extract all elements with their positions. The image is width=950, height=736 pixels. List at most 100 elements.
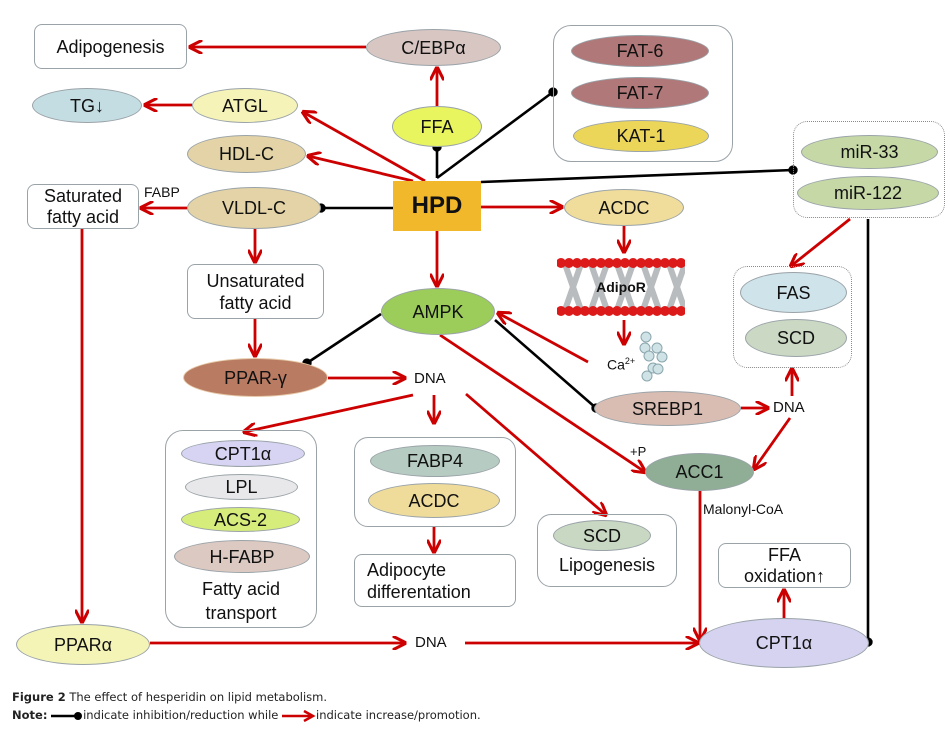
lipid-head [620, 306, 630, 316]
edge-ampk-to-pparg [302, 312, 382, 368]
ffa-node: FFA [392, 106, 482, 147]
fat7-node: FAT-7 [571, 77, 709, 109]
lipid-head [557, 306, 566, 316]
edge-mir_group-to-fas_group [791, 217, 851, 266]
lipid-head [676, 306, 685, 316]
lipid-head [596, 306, 606, 316]
lipid-head [572, 258, 582, 268]
membrane-protein [562, 263, 584, 311]
malonyl-coa-label: Malonyl-CoA [703, 501, 784, 517]
lpl-node: LPL [185, 474, 298, 500]
ffa-oxidation-box: FFA oxidation↑ [718, 543, 851, 588]
kat1-node: KAT-1 [573, 120, 709, 152]
dna-label-1: DNA [414, 370, 446, 387]
lipid-head [596, 258, 606, 268]
lipid-head [644, 306, 654, 316]
edge-dna1-to-transport_group [244, 393, 414, 432]
cebp-node: C/EBPα [366, 29, 501, 66]
acs2-node: ACS-2 [181, 507, 300, 532]
lipid-head [564, 306, 574, 316]
edge-hpd-to-hdlc [308, 156, 414, 183]
lipid-head [660, 258, 670, 268]
lipid-head [636, 306, 646, 316]
edge-hpd-to-fat_group [436, 87, 558, 180]
lipid-head [557, 258, 566, 268]
fatty-acid-transport-label: Fatty acid transport [201, 579, 281, 623]
figure-note: Note: indicate inhibition/reduction whil… [12, 708, 481, 722]
edge-ca-to-ampk [498, 313, 589, 364]
calcium-ion-dot [656, 351, 668, 363]
mir-group-box [793, 121, 945, 218]
promotion-legend-icon [282, 709, 316, 722]
note-label: Note: [12, 708, 48, 722]
membrane-protein [640, 263, 662, 311]
lipid-head [604, 306, 614, 316]
lipid-head [644, 258, 654, 268]
saturated-fatty-acid-box: Saturated fatty acid [27, 184, 139, 229]
calcium-ion-dot [652, 363, 664, 375]
promotion-legend-text: indicate increase/promotion. [316, 708, 481, 722]
mir122-node: miR-122 [797, 176, 939, 210]
calcium-ion-dots [639, 331, 668, 382]
calcium-ion-dot [640, 331, 652, 343]
fat-group-box [553, 25, 733, 162]
inhibition-legend-text: indicate inhibition/reduction while [83, 708, 279, 722]
calcium-text: Ca [607, 356, 625, 373]
edge-ampk-to-srebp1 [494, 319, 601, 413]
adipor-membrane-icon: AdipoR [557, 258, 685, 316]
lipid-head [628, 258, 638, 268]
membrane-protein [666, 263, 685, 311]
calcium-ion-dot [651, 342, 663, 354]
scd-lipogenesis-node: SCD [553, 520, 651, 551]
fabp-label: FABP [144, 184, 180, 200]
calcium-charge: 2+ [624, 356, 636, 366]
lipid-head [580, 306, 590, 316]
fas-node: FAS [740, 272, 847, 313]
lipid-head [660, 306, 670, 316]
lipid-head [676, 258, 685, 268]
lipid-head [668, 258, 678, 268]
lipid-head [612, 306, 622, 316]
membrane-protein [614, 263, 636, 311]
differentiation-genes-box [354, 437, 516, 527]
figure-label: Figure 2 [12, 690, 66, 704]
ppar-alpha-node: PPARα [16, 624, 150, 665]
edge-ampk-to-acc1 [439, 333, 645, 472]
lipid-head [628, 306, 638, 316]
edge-dna2-to-acc1 [754, 417, 792, 469]
tg-node: TG↓ [32, 88, 142, 123]
hdlc-node: HDL-C [187, 135, 306, 173]
acdc-node: ACDC [564, 189, 684, 226]
lipid-head [588, 258, 598, 268]
fas-scd-group-box [733, 266, 852, 368]
phosphorylation-label: +P [630, 444, 647, 459]
scd-node-right: SCD [745, 319, 847, 357]
vldlc-node: VLDL-C [187, 187, 321, 229]
calcium-label: Ca2+ [607, 356, 635, 373]
fat6-node: FAT-6 [571, 35, 709, 67]
lipogenesis-label: Lipogenesis [558, 555, 656, 575]
unsaturated-fatty-acid-box: Unsaturated fatty acid [187, 264, 324, 319]
acdc-diff-node: ACDC [368, 483, 500, 518]
cpt1a-transport-node: CPT1α [181, 440, 305, 467]
lipid-head [604, 258, 614, 268]
fabp4-node: FABP4 [370, 445, 500, 477]
mir33-node: miR-33 [801, 135, 938, 169]
adipor-label: AdipoR [596, 279, 646, 295]
figure-title: The effect of hesperidin on lipid metabo… [69, 690, 328, 704]
calcium-ion-dot [643, 350, 655, 362]
adipogenesis-box: Adipogenesis [34, 24, 187, 69]
lipid-head [572, 306, 582, 316]
srebp1-node: SREBP1 [594, 391, 741, 426]
membrane-protein [588, 263, 610, 311]
cpt1a-node: CPT1α [699, 618, 869, 668]
lipid-head [652, 306, 662, 316]
lipid-head [668, 306, 678, 316]
edge-hpd-to-mir_group [480, 165, 798, 184]
dna-label-3: DNA [415, 634, 447, 651]
lipid-head [612, 258, 622, 268]
lipid-head [564, 258, 574, 268]
figure-caption: Figure 2 The effect of hesperidin on lip… [12, 690, 327, 704]
ampk-node: AMPK [381, 288, 495, 335]
